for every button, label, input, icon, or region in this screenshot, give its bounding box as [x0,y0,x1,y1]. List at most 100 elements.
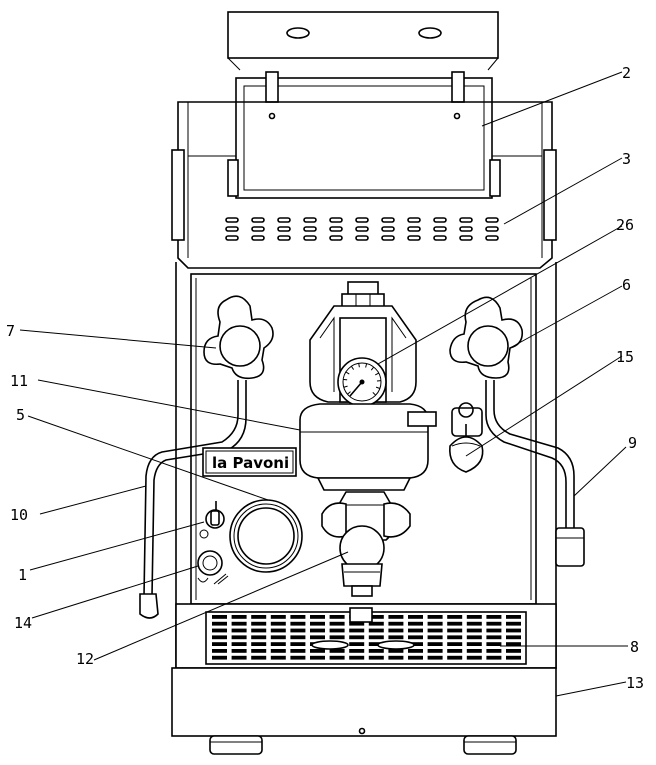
base [171,667,557,755]
drip-grid-slot [447,621,463,626]
drip-grid-slot [231,628,247,633]
drip-grid-slot [349,642,365,646]
drip-grid-slot [466,628,482,633]
gauge-tick [343,385,348,388]
vent-slots [225,217,499,241]
drip-grid-slot [506,615,521,619]
vent-slot [355,217,369,223]
drip-grid-slot [349,621,365,626]
water-knob-right [449,296,524,379]
drip-grid-slot [349,628,365,633]
drip-grid-slot [310,621,325,626]
drip-grid-slot [290,635,306,640]
vent-slot [407,217,421,223]
vent-slot [485,226,499,232]
drip-grid-slot [212,649,227,653]
drip-grid-slot [290,649,306,653]
drip-grid-slot [506,628,521,633]
drip-grid-slot [427,649,443,653]
drip-grid-slot [466,635,482,640]
pressure-gauge [337,357,387,407]
drip-grid-slot [270,621,286,626]
callout-9: 9 [628,434,637,452]
hot-water-wand-right [485,380,585,567]
drip-grid-slot [466,621,482,626]
drip-grid-slot [388,628,404,633]
callout-3: 3 [622,150,631,168]
drip-grid-slot [329,655,345,660]
vent-slot [459,235,473,241]
gauge-tick [375,386,381,389]
drip-grid-slot [486,635,502,640]
drip-grid-slot [368,655,384,660]
drip-grid-slot [408,628,423,633]
top-cover [227,11,499,71]
drip-grid-slot [368,649,384,653]
drip-grid-slot [290,628,306,633]
drip-grid-slot [231,655,247,660]
gauge-tick [365,363,368,368]
gauge-tick [372,392,377,396]
drip-grid-slot [368,621,384,626]
drip-grid-slot [408,642,423,646]
drip-grid-slot [270,655,286,660]
drip-tray [175,603,557,669]
steam-wand-left [139,380,247,619]
drip-grid-slot [368,635,384,640]
drip-grid-slot [506,621,521,626]
drip-grid-slot [290,642,306,646]
drip-grid-slot [329,615,345,619]
vent-slot [277,217,291,223]
drip-grid-slot [447,628,463,633]
drip-grid-slot [329,628,345,633]
vent-slot [433,217,447,223]
callout-labels: 2 3 26 6 7 15 11 5 9 10 1 14 8 12 13 [6,64,644,692]
callout-14: 14 [14,614,32,632]
drip-grid-slot [349,635,365,640]
drip-grid-slot [368,615,384,619]
vent-slot [225,235,239,241]
drip-grid-slot [329,635,345,640]
drip-grid-slot [447,642,463,646]
drip-grid-slot [427,642,443,646]
drip-grid-slot [270,649,286,653]
drip-grid-slot [368,628,384,633]
vent-slot [329,235,343,241]
callout-13: 13 [626,674,644,692]
vent-slot [251,217,265,223]
drip-grid-slot [506,635,521,640]
drip-grid-slot [427,635,443,640]
vent-slot [433,235,447,241]
drip-grid-slot [427,655,443,660]
drip-grid-slot [408,655,423,660]
vent-slot [381,235,395,241]
vent-slot [225,226,239,232]
vent-slot [381,217,395,223]
drip-grid-slot [231,635,247,640]
brand-plate: la Pavoni [202,447,297,477]
drip-grid-slot [251,642,267,646]
gauge-tick [370,366,375,371]
vent-slot [277,235,291,241]
drip-grid-slot [466,649,482,653]
gauge-tick [347,391,351,395]
boiler-collar [299,403,437,491]
drip-grid-slot [506,642,521,646]
drip-grid-slot [486,628,502,633]
drip-grid-slot [447,655,463,660]
vent-slot [329,217,343,223]
drip-grid-slot [408,615,423,619]
callout-10: 10 [10,506,28,524]
drip-grid-slot [506,655,521,660]
vent-slot [225,217,239,223]
steam-valve-lever [449,402,484,473]
vent-slot [459,226,473,232]
drip-grid-slot [270,628,286,633]
drip-grid-slot [427,628,443,633]
drip-grid-slot [388,615,404,619]
drip-grid-slot [290,615,306,619]
drip-grid-slot [212,635,227,640]
callout-1: 1 [18,566,27,584]
drip-grid-slot [427,621,443,626]
